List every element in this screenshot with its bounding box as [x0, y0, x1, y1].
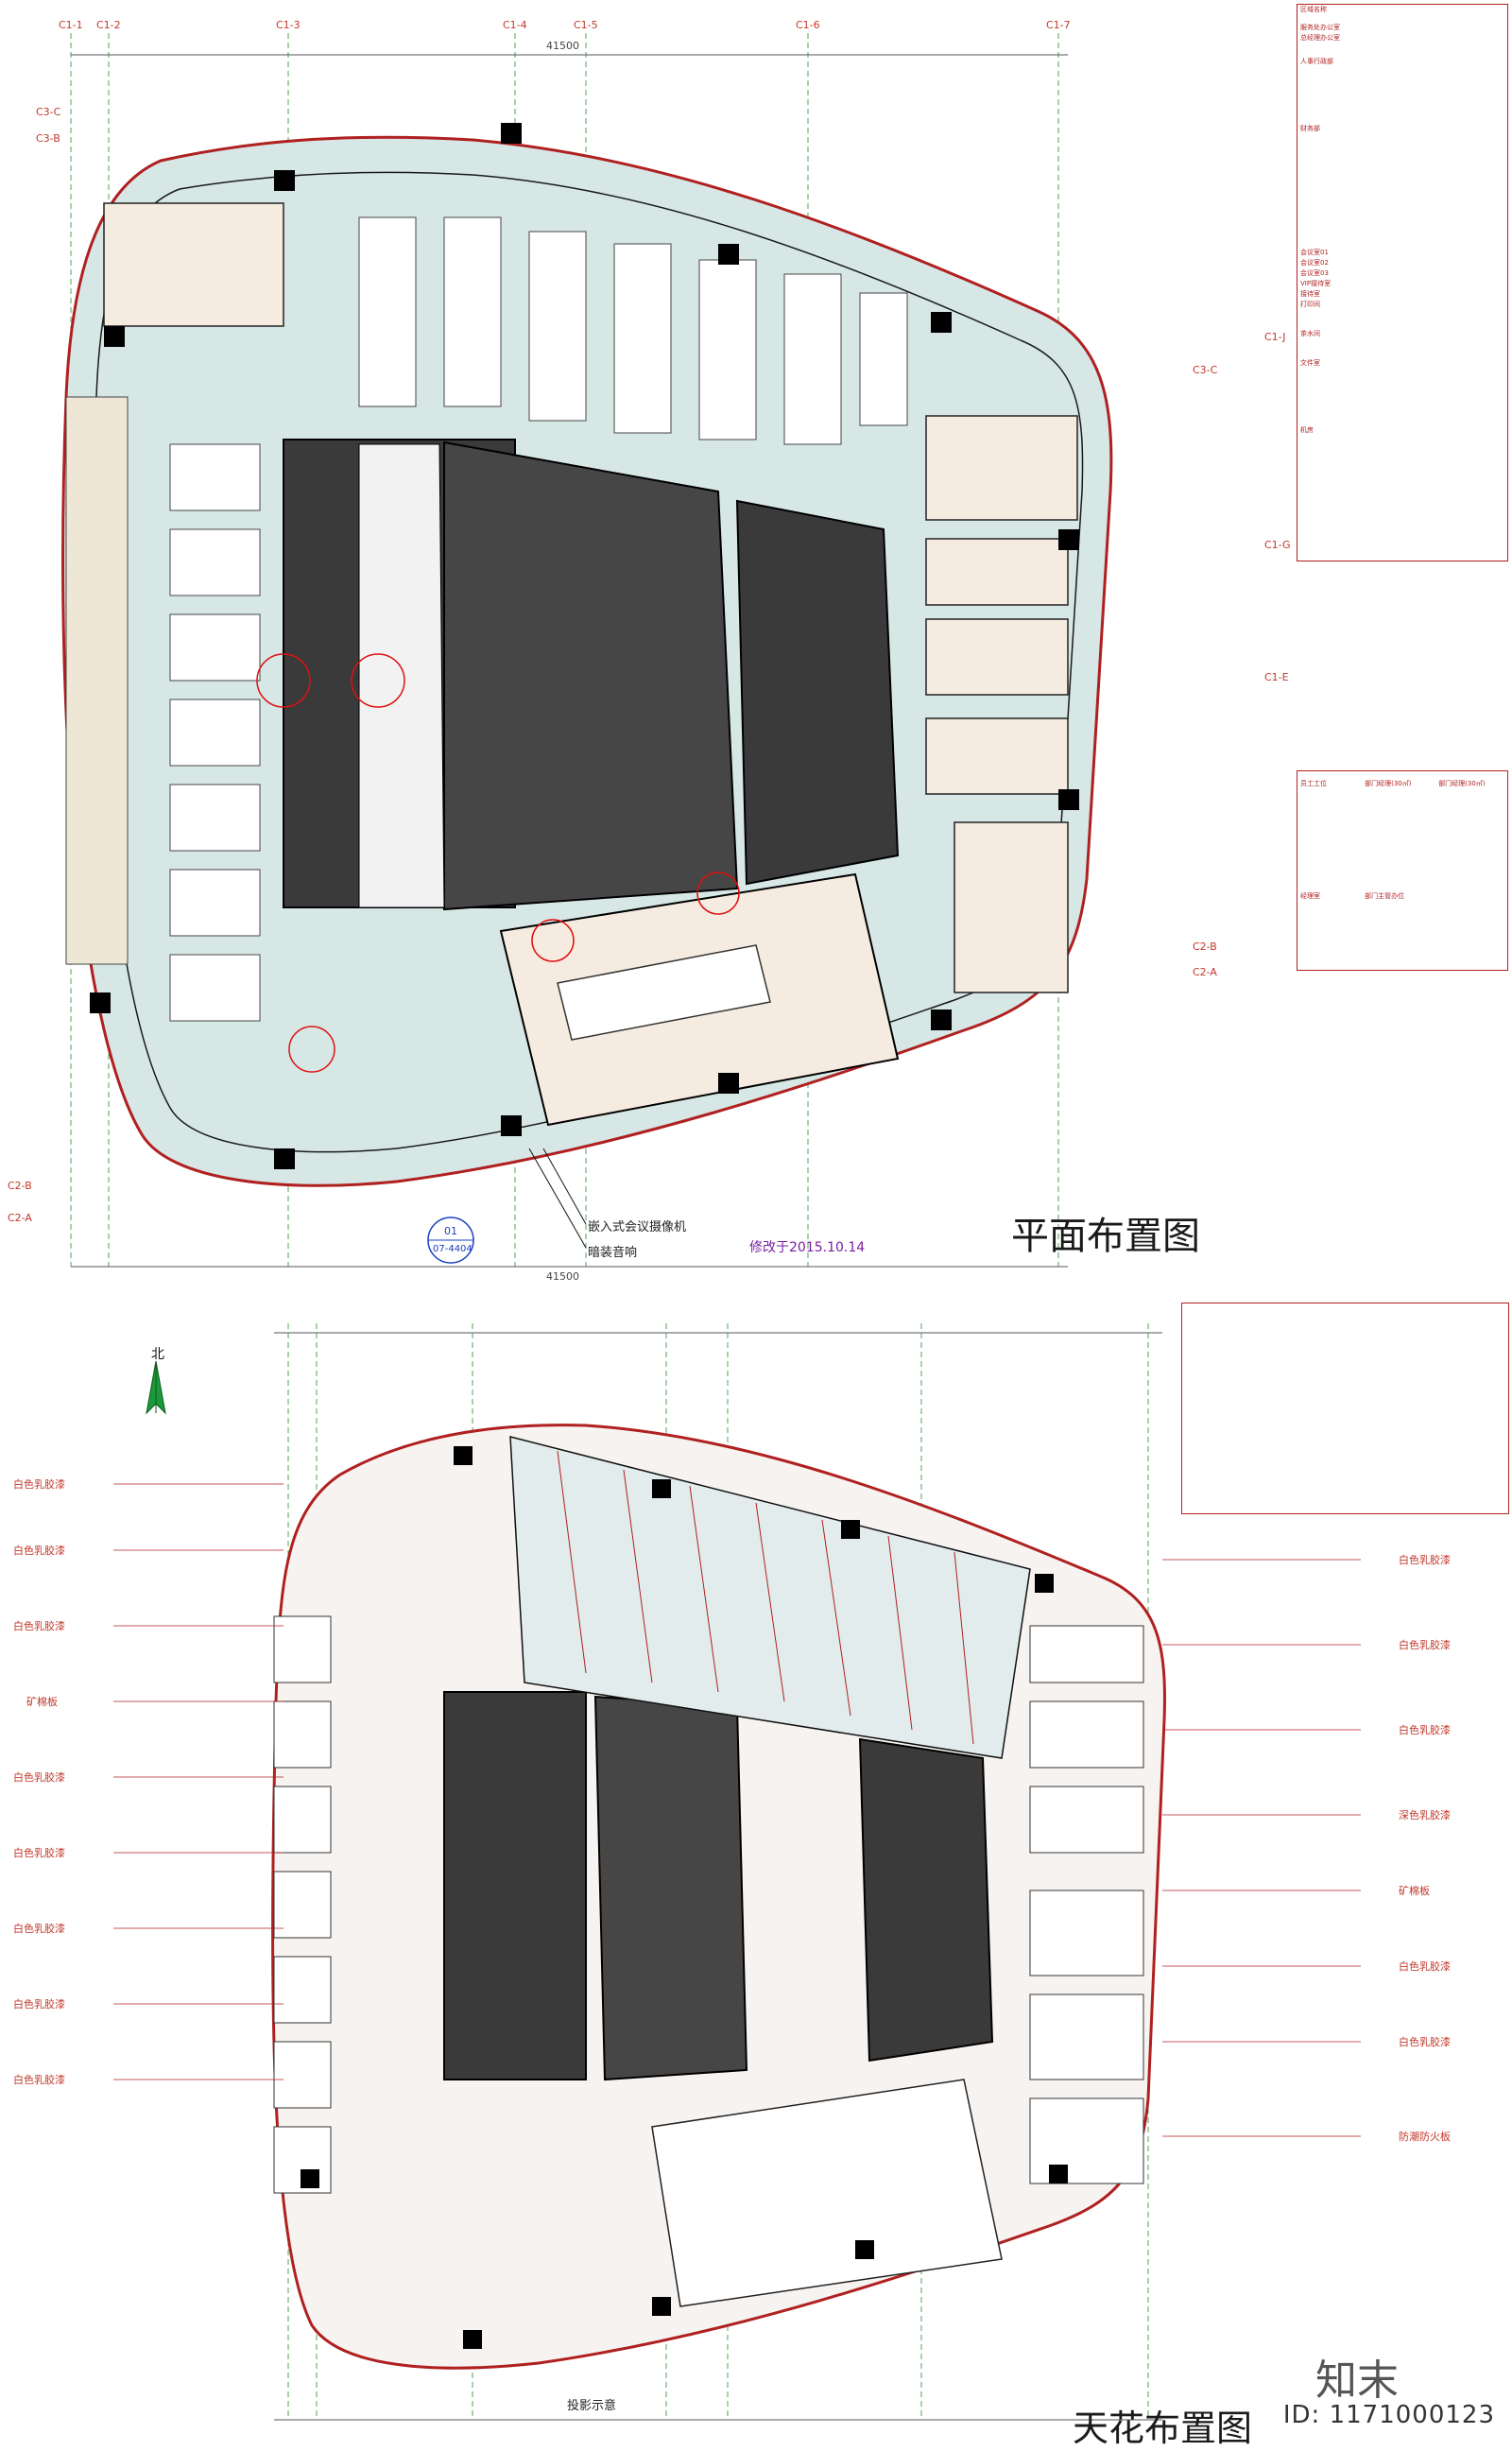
dimension-total: 41500 [546, 1270, 579, 1283]
table-row: 财务部 [1300, 125, 1320, 132]
north-label: 北 [151, 1347, 164, 1362]
table-row: 服务处办公室 [1300, 24, 1340, 31]
ceiling-callout: 白色乳胶漆 [1399, 1639, 1451, 1651]
ceiling-callout: 白色乳胶漆 [13, 1620, 65, 1632]
workstation-legend: 员工工位 部门经理(30㎡) 部门经理(30㎡) 经理室 部门主管办位 [1297, 770, 1508, 971]
dimension-total: 41500 [546, 40, 579, 52]
grid-label: C3-C [1193, 364, 1218, 376]
ceiling-callout: 深色乳胶漆 [1399, 1809, 1451, 1821]
ceiling-callout: 防潮防火板 [1399, 2131, 1451, 2143]
grid-label: C1-6 [796, 19, 820, 31]
table-row: 文件室 [1300, 359, 1320, 367]
ceiling-callout: 白色乳胶漆 [13, 2074, 65, 2086]
ceiling-callout: 白色乳胶漆 [1399, 1724, 1451, 1736]
grid-label: C1-2 [96, 19, 121, 31]
grid-label: C1-5 [574, 19, 598, 31]
ceiling-legend-table [1181, 1303, 1509, 1514]
table-row: VIP接待室 [1300, 280, 1332, 287]
grid-label: C2-B [8, 1180, 32, 1192]
ceiling-callout: 矿棉板 [1399, 1885, 1430, 1897]
grid-label: C1-J [1264, 331, 1286, 343]
legend-item: 部门经理(30㎡) [1438, 780, 1486, 787]
floor-plan [61, 33, 1113, 1268]
ceiling-callout: 白色乳胶漆 [1399, 1960, 1451, 1973]
legend-item: 经理室 [1300, 892, 1320, 900]
note-projection: 投影示意 [567, 2399, 617, 2413]
grid-label: C2-B [1193, 941, 1217, 953]
legend-item: 部门主管办位 [1365, 892, 1405, 900]
table-row: 区域名称 [1300, 6, 1327, 13]
ceiling-callout: 白色乳胶漆 [13, 1847, 65, 1859]
watermark-logo: 知末 [1315, 2356, 1399, 2405]
table-row: 会议室01 [1300, 249, 1329, 256]
note-speaker: 暗装音响 [588, 1246, 638, 1260]
ceiling-callout-leaders [113, 1483, 1361, 2137]
revision-note: 修改于2015.10.14 [749, 1240, 866, 1255]
ceiling-callout: 白色乳胶漆 [1399, 1554, 1451, 1566]
table-row: 总经理办公室 [1300, 34, 1340, 42]
ceiling-callout: 白色乳胶漆 [13, 1923, 65, 1935]
grid-label: C1-3 [276, 19, 301, 31]
area-schedule-table: 区域名称 服务处办公室 总经理办公室 人事行政部 财务部 会议室01 会议室02… [1297, 4, 1508, 561]
ceiling-callout: 白色乳胶漆 [13, 1771, 65, 1784]
ceiling-callout: 白色乳胶漆 [1399, 2036, 1451, 2048]
table-row: 会议室03 [1300, 269, 1329, 277]
table-row: 接待室 [1300, 290, 1320, 298]
grid-label: C2-A [8, 1212, 32, 1224]
ceiling-callout: 白色乳胶漆 [13, 1998, 65, 2011]
table-row: 茶水间 [1300, 330, 1320, 337]
grid-label: C1-E [1264, 671, 1289, 683]
table-row: 会议室02 [1300, 259, 1329, 267]
grid-label: C3-C [36, 106, 61, 118]
grid-label: C1-G [1264, 539, 1291, 551]
watermark-id: ID: 1171000123 [1282, 2401, 1495, 2429]
drawing-ref-top: 01 [444, 1225, 457, 1237]
table-row: 人事行政部 [1300, 58, 1333, 65]
ceiling-callout: 白色乳胶漆 [13, 1545, 65, 1557]
legend-item: 部门经理(30㎡) [1365, 780, 1412, 787]
ceiling-callout: 白色乳胶漆 [13, 1478, 65, 1491]
drawing-ref-bottom: 07-4404 [433, 1244, 472, 1254]
table-row: 打印间 [1300, 301, 1320, 308]
legend-item: 员工工位 [1300, 780, 1327, 787]
table-row: 机房 [1300, 426, 1314, 434]
floor-plan-title: 平面布置图 [1011, 1215, 1200, 1258]
grid-label: C1-4 [503, 19, 527, 31]
ceiling-plan-title: 天花布置图 [1073, 2408, 1253, 2449]
ceiling-callout: 矿棉板 [26, 1696, 58, 1708]
ceiling-plan [146, 1323, 1166, 2421]
grid-label: C1-1 [59, 19, 83, 31]
legend-spacer [1297, 789, 1507, 884]
grid-label: C3-B [36, 132, 60, 145]
grid-label: C1-7 [1046, 19, 1071, 31]
note-camera: 嵌入式会议摄像机 [588, 1220, 687, 1234]
grid-label: C2-A [1193, 966, 1217, 978]
